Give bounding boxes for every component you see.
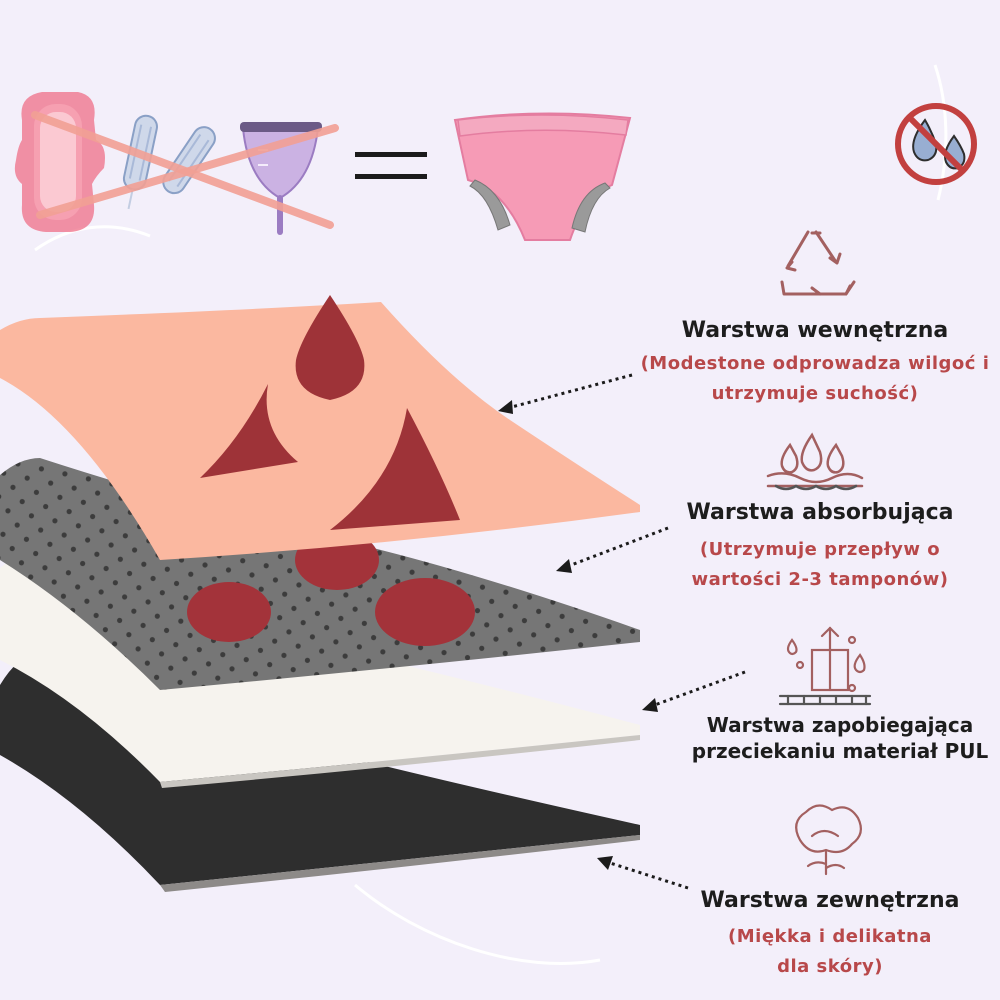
blood-drop (200, 295, 460, 530)
inner-layer (0, 295, 640, 560)
pointer-arrow (597, 856, 689, 890)
no-liquid-icon (895, 103, 977, 185)
description-line: (Modestone odprowadza wilgoć i (640, 353, 990, 374)
title-line: przeciekaniu materiał PUL (691, 739, 989, 763)
layer-title-outer: Warstwa zewnętrzna (700, 888, 960, 913)
decor-curve (354, 883, 601, 965)
cross-out-mark (31, 111, 339, 229)
description-line: utrzymuje suchość) (711, 383, 919, 404)
period-panties-image (453, 112, 632, 241)
layer-title-pul: Warstwa zapobiegająca przeciekaniu mater… (690, 712, 990, 764)
equals-sign (355, 152, 427, 179)
layer-title-absorbent: Warstwa absorbująca (686, 500, 954, 525)
sanitary-pad-icon (14, 92, 106, 232)
decor-curve (933, 64, 948, 201)
absorbed-stain (187, 530, 475, 646)
description-line: (Miękka i delikatna (728, 926, 932, 947)
decor-curve (34, 225, 151, 252)
absorbent-drops-icon (766, 432, 864, 491)
layer-description-outer: (Miękka i delikatna dla skóry) (680, 922, 980, 982)
pointer-arrow (556, 526, 669, 573)
title-line: Warstwa zapobiegająca (706, 713, 974, 737)
layer-description-absorbent: (Utrzymuje przepływ o wartości 2-3 tampo… (640, 535, 1000, 595)
layer-description-inner: (Modestone odprowadza wilgoć i utrzymuje… (640, 349, 990, 409)
layer-title-inner: Warstwa wewnętrzna (681, 318, 949, 343)
tampon-icon (162, 126, 216, 195)
description-line: dla skóry) (777, 956, 883, 977)
description-line: wartości 2-3 tamponów) (691, 569, 949, 590)
description-line: (Utrzymuje przepływ o (699, 539, 941, 560)
pointer-arrow (498, 373, 633, 414)
cotton-flower-icon (795, 804, 863, 876)
leak-proof-icon (778, 626, 872, 706)
recycle-icon (780, 230, 856, 296)
pointer-arrow (642, 670, 746, 712)
